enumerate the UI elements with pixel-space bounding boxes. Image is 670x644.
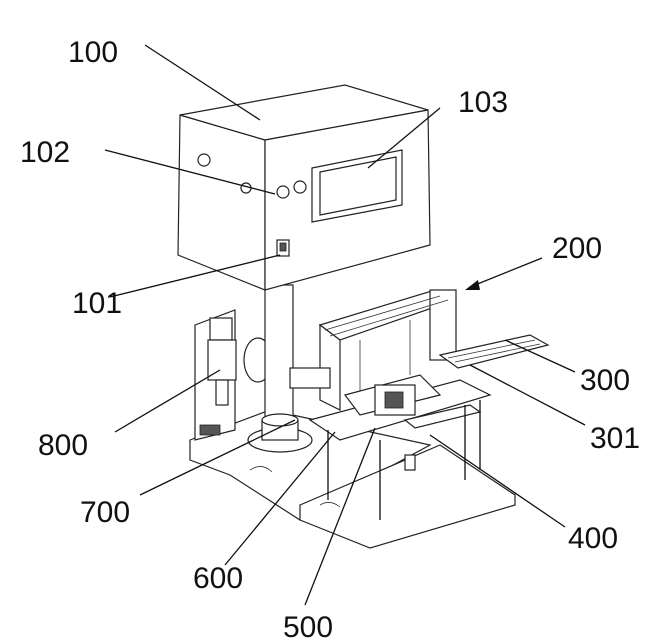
leader-lines xyxy=(104,44,586,606)
feeding-frame xyxy=(289,289,550,520)
control-box xyxy=(177,84,431,291)
label-200: 200 xyxy=(552,232,602,265)
label-101: 101 xyxy=(72,287,122,320)
label-102: 102 xyxy=(20,136,70,169)
label-300: 300 xyxy=(580,364,630,397)
label-600: 600 xyxy=(193,562,243,595)
label-103: 103 xyxy=(458,86,508,119)
label-301: 301 xyxy=(590,422,640,455)
label-100: 100 xyxy=(68,36,118,69)
column xyxy=(247,284,313,453)
label-400: 400 xyxy=(568,522,618,555)
label-500: 500 xyxy=(283,611,333,644)
label-700: 700 xyxy=(80,496,130,529)
label-800: 800 xyxy=(38,429,88,462)
